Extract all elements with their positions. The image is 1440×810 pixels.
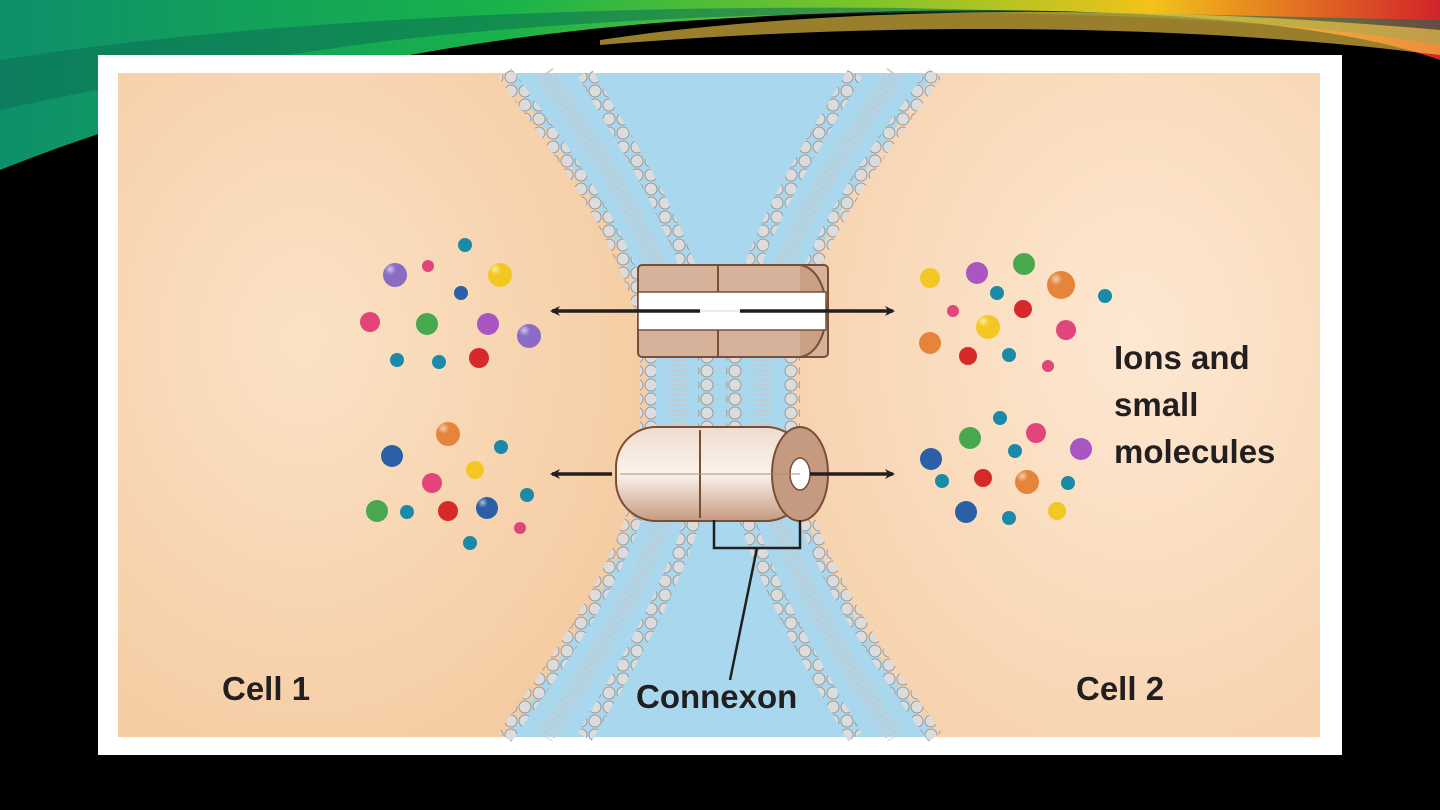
gap-junction-diagram: Cell 1 Cell 2 Connexon Ions and small mo… — [118, 68, 1320, 742]
lower-channel — [615, 426, 829, 522]
cell1-label: Cell 1 — [222, 670, 310, 707]
cell1-cytoplasm — [118, 73, 648, 737]
connexon-label: Connexon — [636, 678, 797, 715]
decorative-swoosh — [0, 0, 1440, 170]
molecules-cell1-lower — [366, 422, 534, 550]
cell2-label: Cell 2 — [1076, 670, 1164, 707]
ions-label-line3: molecules — [1114, 433, 1275, 470]
ions-label-line1: Ions and — [1114, 339, 1250, 376]
ions-label-line2: small — [1114, 386, 1198, 423]
cell2-cytoplasm — [792, 73, 1320, 737]
molecule-highlights — [384, 263, 1069, 513]
connexon-pointer — [728, 547, 759, 681]
